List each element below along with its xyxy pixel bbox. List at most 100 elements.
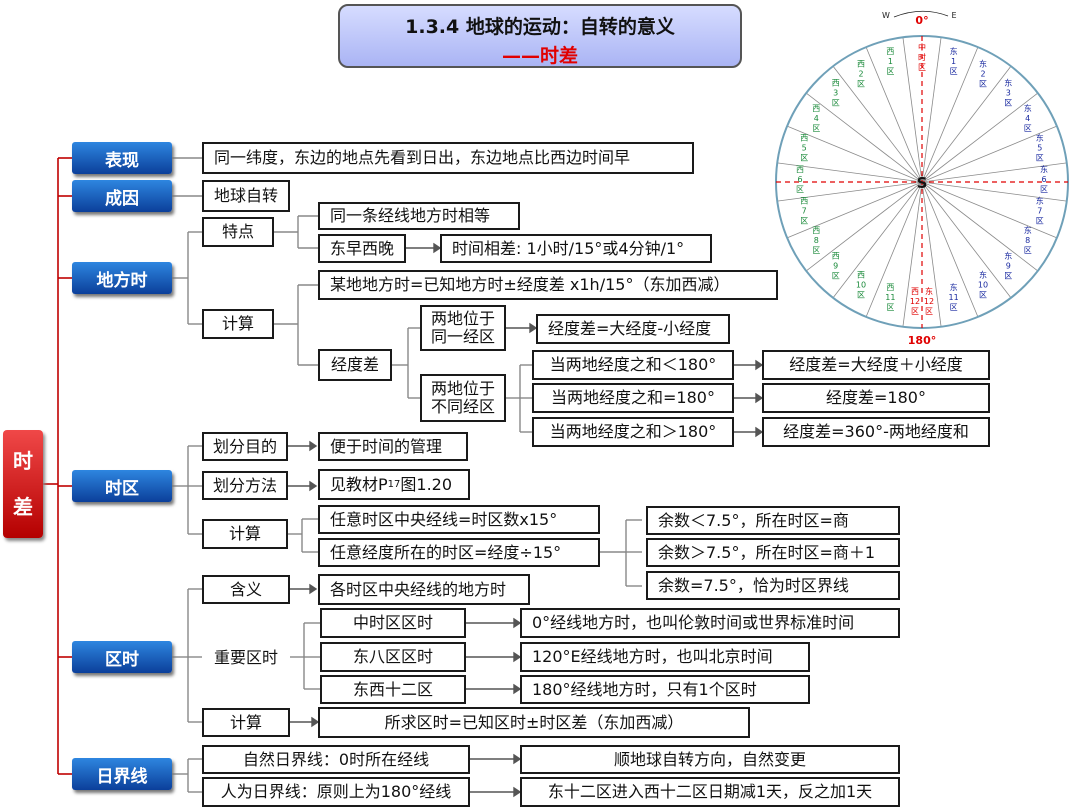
east-zone-label: 东	[979, 58, 987, 68]
local-time-formula: 某地地方时=已知地方时±经度差 x1h/15°（东加西减）	[318, 270, 778, 300]
huafen-mudi-desc: 便于时间的管理	[318, 432, 468, 461]
dong8-node: 东八区区时	[320, 642, 466, 672]
dial-w-label: W	[882, 11, 890, 20]
zone-time-formula: 所求区时=已知区时±时区差（东加西减）	[318, 707, 750, 738]
east-zone-label: 区	[1024, 124, 1032, 133]
tedian-dongzao: 东早西晚	[318, 234, 406, 263]
west-12-zone-label: 12	[910, 297, 920, 306]
page-subtitle: ——时差	[501, 45, 578, 67]
qushi-hanyi: 含义	[202, 575, 290, 604]
central-zone-label: 区	[918, 63, 926, 72]
east-zone-label: 11	[949, 293, 959, 302]
dial-e-label: E	[951, 11, 956, 20]
west-zone-label: 区	[812, 246, 820, 255]
textbook-ref-a: 见教材P	[330, 474, 388, 494]
zone-boundary-line	[921, 181, 942, 327]
west-zone-label: 区	[857, 79, 865, 88]
same-zone-result: 经度差=大经度-小经度	[536, 314, 730, 344]
east-zone-label: 东	[979, 270, 987, 280]
artificial-date-line: 人为日界线：原则上为180°经线	[202, 777, 470, 807]
zone-boundary-line	[921, 125, 1058, 183]
east-zone-label: 东	[1004, 250, 1012, 260]
east-zone-label: 区	[1024, 246, 1032, 255]
east-zone-label: 东	[1036, 196, 1044, 206]
east-zone-label: 1	[951, 57, 956, 66]
remainder-lt: 余数＜7.5°，所在时区=商	[646, 506, 900, 535]
title-box: 1.3.4 地球的运动：自转的意义 ——时差	[338, 4, 742, 68]
west-zone-label: 西	[857, 59, 865, 68]
east-zone-label: 区	[1004, 271, 1012, 280]
natural-date-line-desc: 顺地球自转方向，自然变更	[520, 745, 900, 774]
zone-boundary-line	[921, 46, 979, 183]
rotation-arrow	[893, 10, 949, 18]
zone-boundary-line	[865, 46, 923, 183]
same-zone-node: 两地位于 同一经区	[420, 305, 506, 351]
jisuan-node: 计算	[202, 309, 274, 339]
east-zone-label: 区	[979, 79, 987, 88]
west-zone-label: 西	[800, 197, 808, 206]
zhong-shiqu-desc: 0°经线地方时，也叫伦敦时间或世界标准时间	[520, 608, 900, 638]
west-zone-label: 7	[802, 207, 807, 216]
east-zone-label: 8	[1025, 236, 1030, 245]
dongxi12-desc: 180°经线地方时，只有1个区时	[520, 675, 810, 704]
result-gt-180: 经度差=360°-两地经度和	[762, 417, 990, 447]
zone-boundary-line	[921, 92, 1039, 183]
diff-zone-node: 两地位于 不同经区	[420, 374, 506, 422]
category-rijiexian: 日界线	[72, 758, 172, 790]
west-zone-label: 西	[886, 283, 894, 292]
tedian-node: 特点	[202, 217, 274, 247]
east-12-zone-label: 区	[925, 307, 933, 316]
natural-date-line: 自然日界线：0时所在经线	[202, 745, 470, 774]
east-zone-label: 区	[1040, 185, 1048, 194]
zone-boundary-line	[921, 37, 942, 183]
tedian-time-diff: 时间相差: 1小时/15°或4分钟/1°	[440, 234, 712, 263]
east-zone-label: 6	[1041, 175, 1046, 184]
east-zone-label: 东	[1036, 132, 1044, 142]
west-zone-label: 西	[832, 251, 840, 260]
same-zone-line-2: 同一经区	[430, 327, 495, 346]
zone-boundary-line	[902, 181, 923, 327]
west-zone-label: 1	[888, 57, 893, 66]
east-zone-label: 3	[1006, 89, 1011, 98]
east-zone-label: 东	[950, 46, 958, 56]
zone-of-longitude-formula: 任意经度所在的时区=经度÷15°	[318, 538, 600, 567]
east-zone-label: 区	[1036, 217, 1044, 226]
west-zone-label: 区	[832, 271, 840, 280]
biaoxian-desc: 同一纬度，东边的地点先看到日出，东边地点比西边时间早	[202, 142, 694, 174]
zone-boundary-line	[921, 181, 1058, 239]
root-node: 时 差	[3, 430, 43, 538]
huafen-fangfa: 划分方法	[202, 471, 288, 500]
diff-zone-line-2: 不同经区	[430, 397, 495, 416]
east-zone-label: 东	[1024, 225, 1032, 235]
west-zone-label: 西	[812, 226, 820, 235]
central-zone-label: 中	[918, 42, 926, 52]
same-zone-line-1: 两地位于	[430, 309, 495, 328]
zone-boundary-line	[786, 125, 923, 183]
jingducha-node: 经度差	[318, 349, 392, 381]
west-zone-label: 西	[832, 79, 840, 88]
huafen-mudi: 划分目的	[202, 432, 288, 461]
result-lt-180: 经度差=大经度＋小经度	[762, 350, 990, 380]
west-zone-label: 区	[832, 99, 840, 108]
zone-boundary-line	[921, 181, 1067, 202]
west-zone-label: 3	[833, 89, 838, 98]
zone-boundary-line	[777, 181, 923, 202]
central-meridian-formula: 任意时区中央经线=时区数x15°	[318, 505, 600, 534]
east-zone-label: 2	[980, 69, 985, 78]
result-eq-180: 经度差=180°	[762, 383, 990, 413]
chengyin-desc: 地球自转	[202, 180, 290, 212]
east-zone-label: 区	[1004, 99, 1012, 108]
west-zone-label: 西	[812, 104, 820, 113]
dial-center-label: S	[917, 174, 928, 192]
east-zone-label: 5	[1037, 143, 1042, 152]
west-zone-label: 区	[800, 217, 808, 226]
east-zone-label: 区	[979, 291, 987, 300]
east-zone-label: 4	[1025, 114, 1030, 123]
west-zone-label: 9	[833, 261, 838, 270]
page-title: 1.3.4 地球的运动：自转的意义	[405, 16, 675, 38]
zone-boundary-line	[832, 65, 923, 183]
west-zone-label: 区	[812, 124, 820, 133]
west-zone-label: 西	[800, 133, 808, 142]
tedian-equal: 同一条经线地方时相等	[318, 202, 520, 230]
